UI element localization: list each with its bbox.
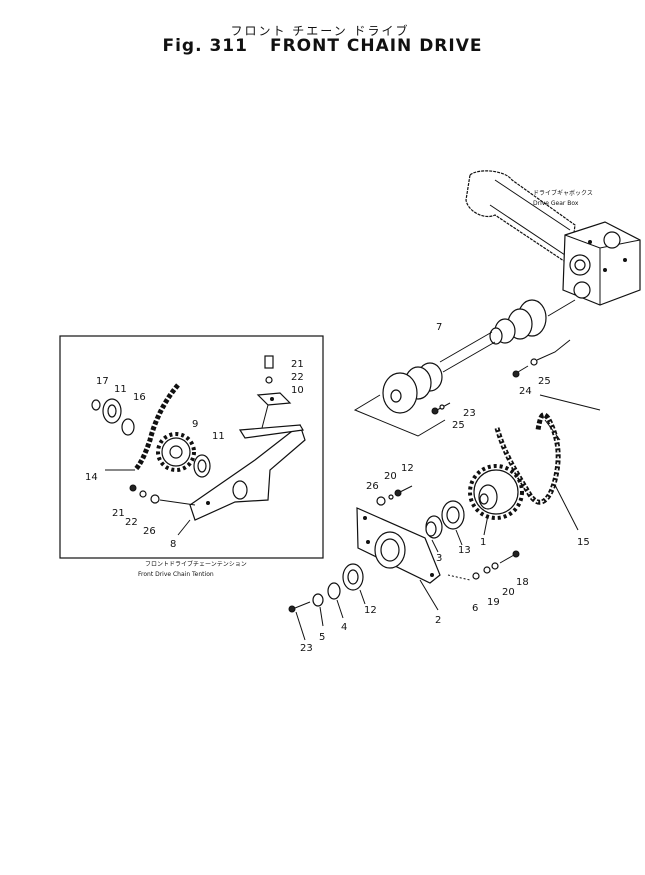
drive-chain <box>494 394 601 531</box>
seal-12-lower <box>342 563 366 605</box>
callout-7: 7 <box>436 322 442 333</box>
inset-bearing-11b <box>193 454 211 478</box>
washer-4 <box>327 582 344 619</box>
callout-5: 5 <box>319 632 325 643</box>
inset-caption-japanese: フロントドライブチェーンテンション <box>145 560 247 568</box>
callout-3: 3 <box>436 553 442 564</box>
callout-6: 6 <box>472 603 478 614</box>
callout-26-inset: 26 <box>143 526 156 537</box>
washer-25-upper <box>530 358 538 366</box>
inset-bolt-21-top <box>264 355 274 384</box>
inset-bracket-10 <box>256 392 292 429</box>
figure-title: FRONT CHAIN DRIVE <box>269 36 483 56</box>
gear-box-caption-japanese: ドライブギャボックス <box>533 189 593 197</box>
inset-sprocket-9 <box>156 432 196 472</box>
bearing-13 <box>441 500 465 546</box>
callout-14: 14 <box>85 472 98 483</box>
drive-gear-box <box>465 170 641 306</box>
callout-20-lower: 20 <box>502 587 515 598</box>
drive-shaft <box>353 299 576 437</box>
callout-2: 2 <box>435 615 441 626</box>
callout-1: 1 <box>480 537 486 548</box>
callout-12-lower: 12 <box>364 605 377 616</box>
callout-20-upper: 20 <box>384 471 397 482</box>
callout-23-shaft: 23 <box>463 408 476 419</box>
gear-box-caption: Drive Gear Box <box>533 200 579 207</box>
callout-13: 13 <box>458 545 471 556</box>
callout-24: 24 <box>519 386 532 397</box>
inset-ring-16 <box>121 418 135 436</box>
diagram-title-japanese: フロント チエーン ドライブ <box>230 24 410 38</box>
callout-9: 9 <box>192 419 198 430</box>
callout-16: 16 <box>133 392 146 403</box>
inset-bolt-21-lower <box>129 484 196 506</box>
callout-11-inset-b: 11 <box>212 431 225 442</box>
figure-number: Fig. 311 <box>162 36 248 56</box>
inset-caption: Front Drive Chain Tention <box>138 571 214 578</box>
callout-21-inset-top: 21 <box>291 359 304 370</box>
inset-bearing-11 <box>102 398 122 424</box>
bolt-12-upper <box>376 485 413 506</box>
callout-18: 18 <box>516 577 529 588</box>
callout-17: 17 <box>96 376 109 387</box>
callout-25-shaft: 25 <box>452 420 465 431</box>
callout-22-inset: 22 <box>125 517 138 528</box>
callout-21-inset: 21 <box>112 508 125 519</box>
bolt-6-18 <box>447 550 520 581</box>
bolt-23-shaft <box>431 402 451 415</box>
collar-3 <box>425 515 443 553</box>
inset-frame <box>59 335 324 559</box>
inset-seal-17 <box>91 399 101 411</box>
inset-chain <box>105 383 180 472</box>
callout-19: 19 <box>487 597 500 608</box>
callout-23-lower: 23 <box>300 643 313 654</box>
callout-8: 8 <box>170 539 176 550</box>
callout-26-main: 26 <box>366 481 379 492</box>
callout-11-inset: 11 <box>114 384 127 395</box>
washer-5 <box>312 593 324 627</box>
callout-10: 10 <box>291 385 304 396</box>
inset-tension-bracket-8 <box>177 424 306 536</box>
bracket-plate-2 <box>356 507 441 611</box>
sprocket-1 <box>468 464 524 536</box>
diagram-title: Fig. 311 FRONT CHAIN DRIVE <box>0 36 645 56</box>
callout-22-inset-top: 22 <box>291 372 304 383</box>
bolt-23-lower <box>288 601 311 641</box>
callout-12-upper: 12 <box>401 463 414 474</box>
bolt-24 <box>512 365 529 378</box>
callout-15: 15 <box>577 537 590 548</box>
callout-25-upper: 25 <box>538 376 551 387</box>
callout-4: 4 <box>341 622 347 633</box>
